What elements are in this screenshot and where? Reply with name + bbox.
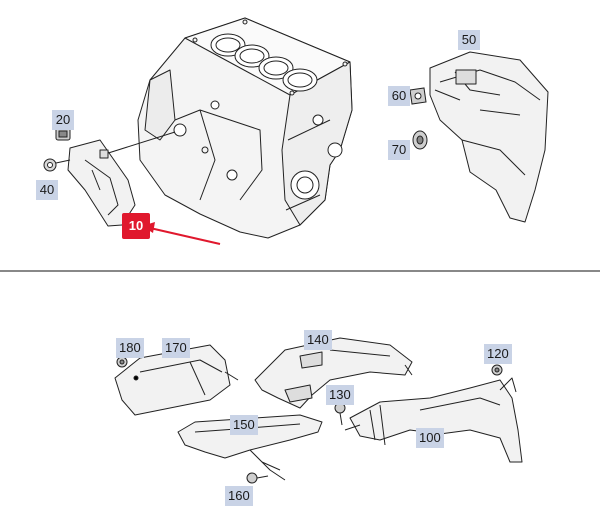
callout-100[interactable]: 100 <box>416 428 444 448</box>
bolt-160[interactable] <box>246 472 269 484</box>
callout-10[interactable]: 10 <box>122 213 150 239</box>
callout-60[interactable]: 60 <box>388 86 410 106</box>
callout-40[interactable]: 40 <box>36 180 58 200</box>
callout-50[interactable]: 50 <box>458 30 480 50</box>
callout-120[interactable]: 120 <box>484 344 512 364</box>
nut-120[interactable] <box>491 364 503 376</box>
callout-160[interactable]: 160 <box>225 486 253 506</box>
heat-shield-50[interactable] <box>429 51 549 223</box>
clip-20[interactable] <box>55 127 71 141</box>
callout-20[interactable]: 20 <box>52 110 74 130</box>
nut-40[interactable] <box>43 158 71 172</box>
heat-shield-100[interactable] <box>344 377 523 463</box>
engine-block[interactable] <box>137 17 353 239</box>
callout-180[interactable]: 180 <box>116 338 144 358</box>
callout-130[interactable]: 130 <box>326 385 354 405</box>
indicator-arrow <box>142 222 221 245</box>
callout-150[interactable]: 150 <box>230 415 258 435</box>
callout-170[interactable]: 170 <box>162 338 190 358</box>
bolt-130[interactable] <box>334 402 346 426</box>
callout-70[interactable]: 70 <box>388 140 410 160</box>
heat-shield-140[interactable] <box>254 337 413 409</box>
grommet-70[interactable] <box>412 130 428 150</box>
heat-shield-10[interactable] <box>67 131 176 227</box>
callout-140[interactable]: 140 <box>304 330 332 350</box>
nut-60[interactable] <box>409 87 427 105</box>
clip-180[interactable] <box>116 356 128 368</box>
